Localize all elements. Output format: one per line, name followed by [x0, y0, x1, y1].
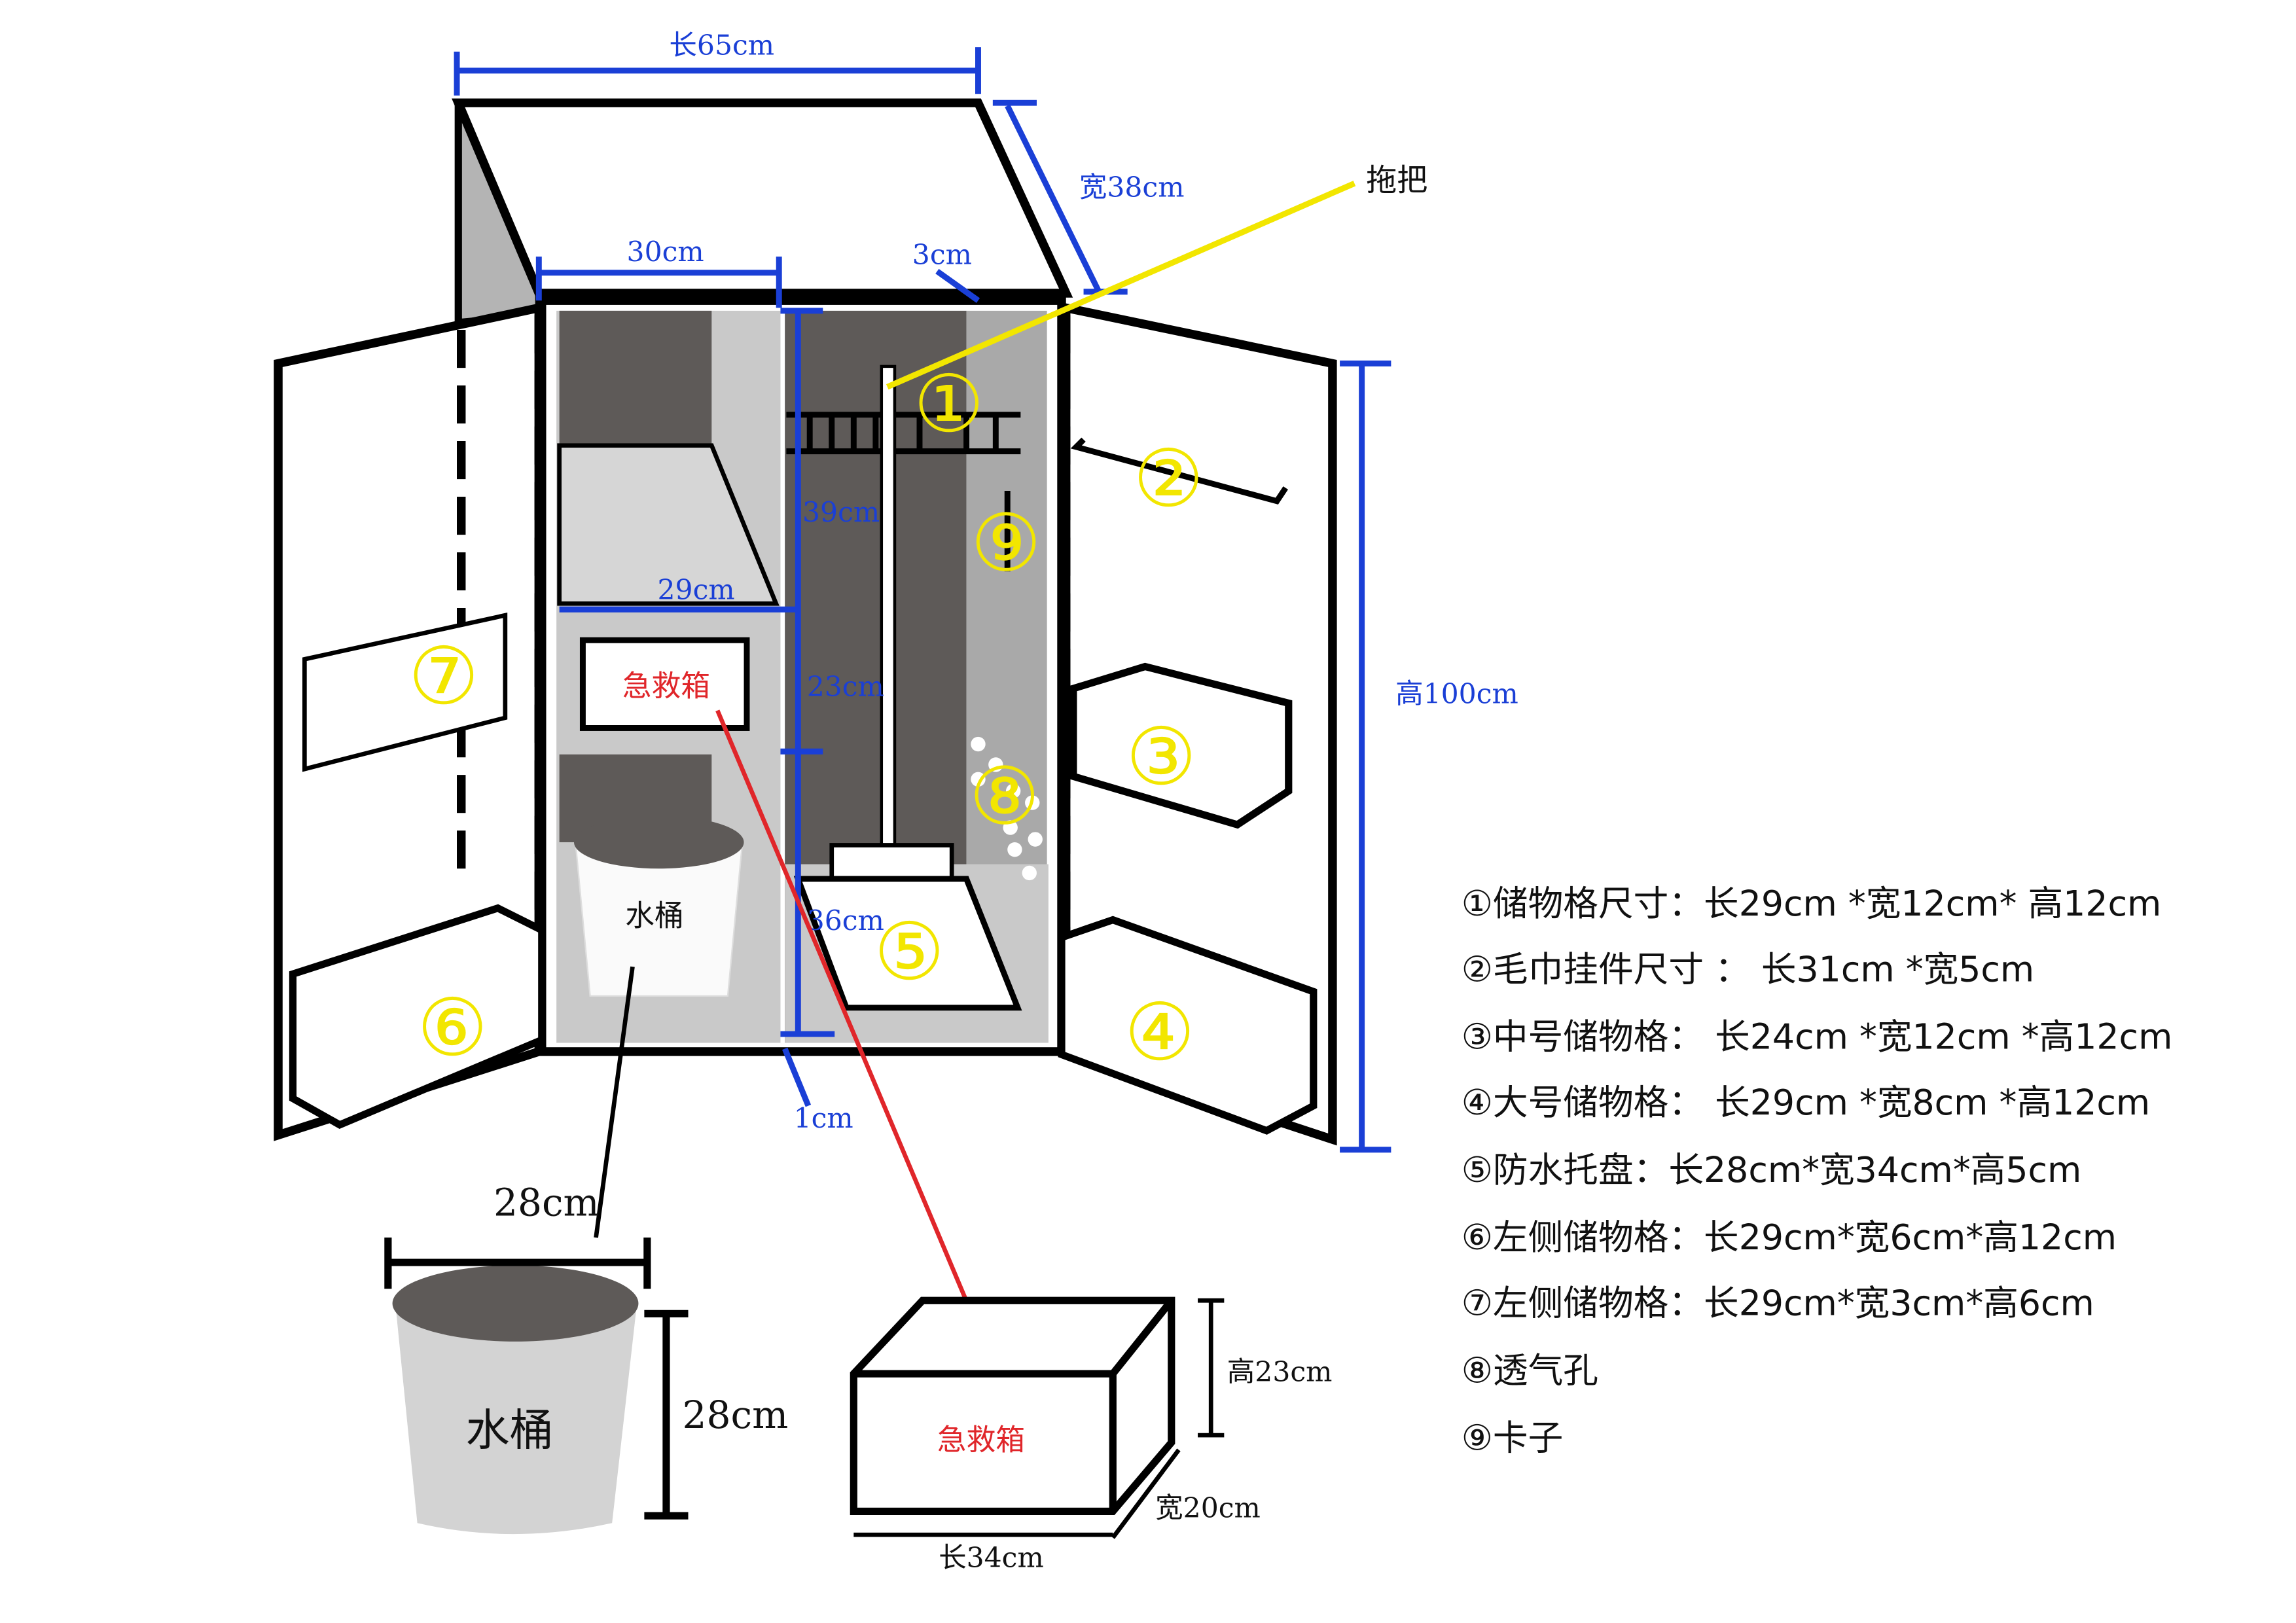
first-aid-box-detail — [850, 1296, 1175, 1515]
bucket-height: 28cm — [683, 1393, 789, 1437]
marker-4: ④ — [1124, 987, 1195, 1079]
towel-rack — [1070, 437, 1289, 505]
box-3 — [1069, 662, 1293, 829]
marker-1: ① — [914, 359, 984, 450]
marker-7: ⑦ — [408, 631, 479, 722]
dim-middle-height: 23cm — [807, 671, 884, 703]
dim-height-total: 高100cm — [1395, 678, 1518, 710]
first-aid-length: 长34cm — [939, 1542, 1044, 1574]
dim-width-total: 宽38cm — [1079, 171, 1185, 204]
dimension-lines — [454, 47, 1391, 1153]
bucket-detail — [395, 1303, 637, 1535]
marker-2: ② — [1133, 433, 1204, 525]
first-aid-height: 高23cm — [1227, 1356, 1333, 1388]
storage-rack — [786, 412, 1021, 455]
bucket-detail-top — [392, 1265, 639, 1342]
first-aid-pointer — [715, 709, 979, 1327]
bucket-label-inside: 水桶 — [625, 899, 683, 933]
first-aid-box-inside — [579, 637, 750, 731]
mop-pointer — [886, 181, 1356, 390]
bucket-pointer — [594, 966, 635, 1238]
box-7 — [302, 613, 508, 772]
dim-lower-height: 36cm — [807, 905, 884, 937]
marker-5: ⑤ — [874, 906, 944, 998]
legend-item: ②毛巾挂件尺寸 ： 长31cm *宽5cm — [1462, 949, 2034, 990]
dim-shelf-width: 29cm — [658, 575, 735, 607]
bucket-detail-label: 水桶 — [465, 1405, 553, 1456]
bucket-diameter: 28cm — [493, 1180, 600, 1224]
box-4 — [1058, 916, 1318, 1135]
first-aid-detail-label: 急救箱 — [937, 1422, 1025, 1457]
bucket-inside-top — [574, 815, 744, 869]
dim-divider: 3cm — [912, 239, 972, 271]
legend-item: ④大号储物格： 长29cm *宽8cm *高12cm — [1462, 1082, 2150, 1123]
upper-shelf — [557, 443, 780, 606]
first-aid-label-inside: 急救箱 — [622, 668, 710, 703]
dim-left-width: 30cm — [627, 236, 704, 268]
cabinet-top — [452, 98, 1073, 298]
dim-length-total: 长65cm — [669, 29, 774, 62]
marker-8: ⑧ — [969, 751, 1040, 843]
legend: ①储物格尺寸：长29cm *宽12cm* 高12cm ②毛巾挂件尺寸 ： 长31… — [1462, 883, 2173, 1459]
first-aid-width: 宽20cm — [1155, 1492, 1261, 1524]
marker-3: ③ — [1126, 711, 1196, 803]
legend-item: ③中号储物格： 长24cm *宽12cm *高12cm — [1462, 1016, 2173, 1057]
legend-item: ⑧透气孔 — [1462, 1350, 1598, 1391]
legend-item: ⑥左侧储物格：长29cm*宽6cm*高12cm — [1462, 1217, 2117, 1258]
mop-handle — [880, 365, 897, 851]
bucket-dimension-lines — [384, 1238, 689, 1520]
dim-bottom-gap: 1cm — [794, 1103, 853, 1135]
dim-upper-height: 39cm — [802, 497, 880, 529]
upper-left-dark — [559, 310, 712, 446]
first-aid-dimension-lines — [853, 1298, 1225, 1539]
mop-label: 拖把 — [1366, 162, 1427, 198]
waterproof-tray — [793, 876, 1022, 1011]
box-6 — [289, 904, 546, 1129]
legend-item: ⑦左侧储物格：长29cm*宽3cm*高6cm — [1462, 1283, 2094, 1324]
legend-item: ①储物格尺寸：长29cm *宽12cm* 高12cm — [1462, 883, 2162, 924]
marker-6: ⑥ — [417, 982, 488, 1074]
legend-item: ⑤防水托盘：长28cm*宽34cm*高5cm — [1462, 1149, 2082, 1190]
marker-9: ⑨ — [971, 498, 1041, 590]
legend-item: ⑨卡子 — [1462, 1417, 1564, 1458]
vent-holes — [971, 736, 1043, 881]
